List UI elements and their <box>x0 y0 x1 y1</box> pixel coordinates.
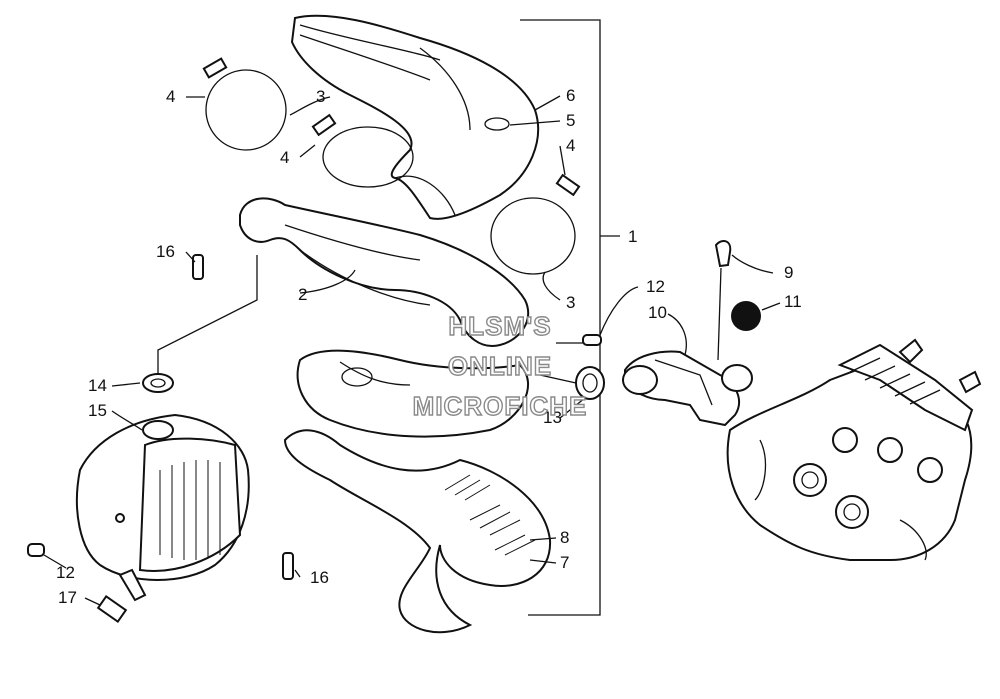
watermark-line-2: ONLINE <box>448 351 552 381</box>
muffler-canister <box>75 413 250 602</box>
engine-block <box>726 338 982 561</box>
callout-3-lower: 3 <box>566 293 575 312</box>
callout-14: 14 <box>88 376 107 395</box>
callout-16-upper: 16 <box>156 242 175 261</box>
watermark-line-3: MICROFICHE <box>413 391 588 421</box>
callout-12-right: 12 <box>646 277 665 296</box>
spring-icon-mid <box>311 113 337 137</box>
exhaust-manifold <box>622 350 753 427</box>
callout-15: 15 <box>88 401 107 420</box>
callout-7: 7 <box>560 553 569 572</box>
spring-icon-16-lower <box>282 552 294 580</box>
gasket-ring <box>142 373 174 393</box>
clamp-ring-upper-left <box>205 69 287 151</box>
stud-icon <box>96 594 128 624</box>
muffler-inlet <box>142 420 174 440</box>
callout-13: 13 <box>543 408 562 427</box>
hanger-clip-icon <box>714 239 732 268</box>
callout-4-upper-left: 4 <box>166 87 175 106</box>
callout-11: 11 <box>784 292 802 311</box>
heat-shield-cover <box>290 14 540 220</box>
callout-8: 8 <box>560 528 569 547</box>
group-bracket <box>520 19 601 616</box>
grommet-icon <box>484 117 510 131</box>
spring-icon-upper <box>202 57 228 79</box>
callout-9: 9 <box>784 263 793 282</box>
clamp-ring-right <box>490 197 576 275</box>
rubber-plug-icon <box>731 301 761 331</box>
spring-icon-16-upper <box>192 254 204 280</box>
callout-2: 2 <box>298 285 307 304</box>
lower-heat-shield <box>283 429 552 634</box>
callout-4-mid: 4 <box>280 148 289 167</box>
expansion-chamber-pipe <box>239 197 530 438</box>
callout-6: 6 <box>566 86 575 105</box>
grommet-icon-12 <box>582 334 602 346</box>
clamp-ring-upper-mid <box>322 126 414 188</box>
callout-12-left: 12 <box>56 563 75 582</box>
watermark-line-1: HLSM'S <box>448 311 551 341</box>
callout-4-right: 4 <box>566 136 575 155</box>
callout-1: 1 <box>628 227 637 246</box>
nut-icon-left <box>27 543 45 557</box>
callout-17: 17 <box>58 588 77 607</box>
callout-10: 10 <box>648 303 667 322</box>
callout-3-upper: 3 <box>316 87 325 106</box>
callout-16-lower: 16 <box>310 568 329 587</box>
callout-5: 5 <box>566 111 575 130</box>
spring-icon-right <box>555 173 581 197</box>
